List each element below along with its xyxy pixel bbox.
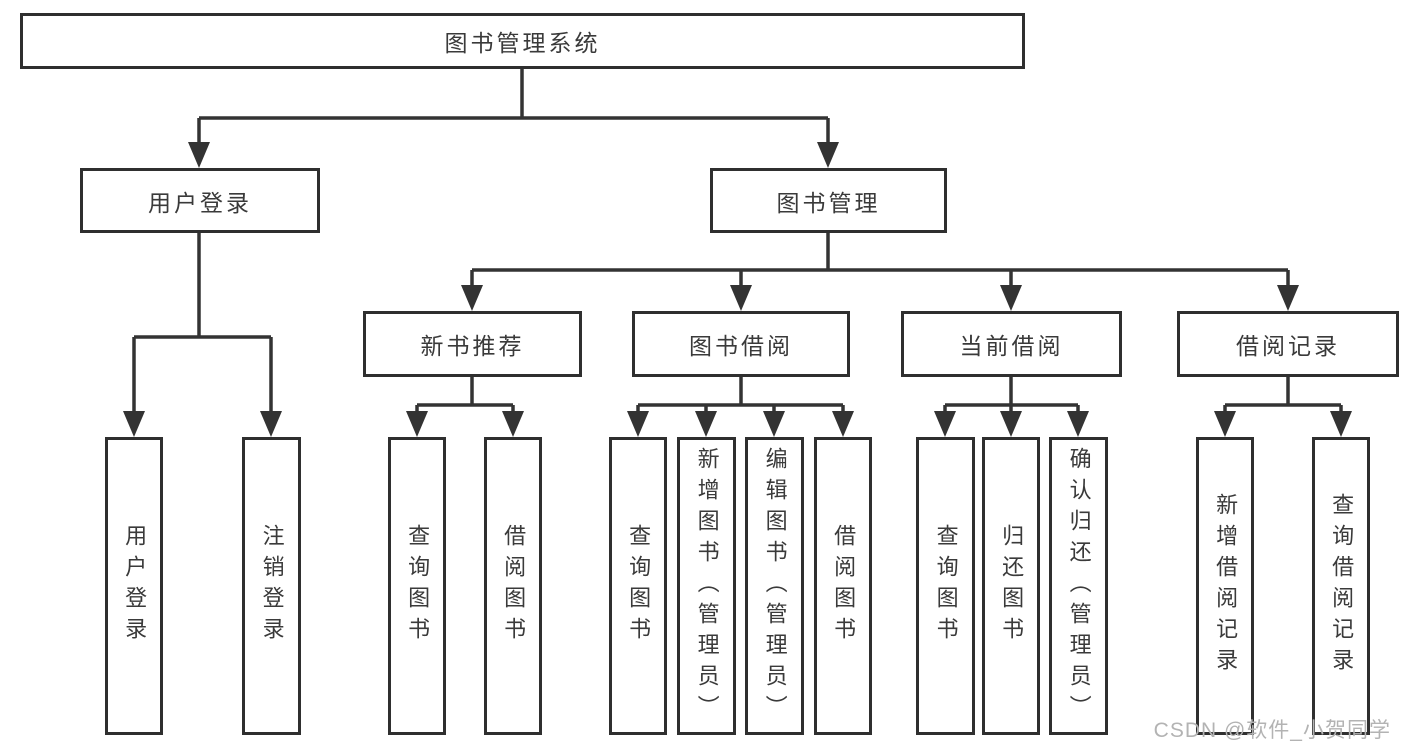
- arrow-down-icon: [1000, 411, 1022, 437]
- leaf-logout-login: 注销登录: [242, 437, 301, 735]
- arrow-down-icon: [502, 411, 524, 437]
- connector-current-borrow-children: [943, 377, 1080, 412]
- node-label: 编辑图书（管理员）: [762, 446, 788, 726]
- node-label: 注销登录: [259, 524, 285, 648]
- leaf-query-borrow-record: 查询借阅记录: [1312, 437, 1370, 735]
- connector-user-login-children: [132, 232, 273, 412]
- leaf-add-borrow-record: 新增借阅记录: [1196, 437, 1254, 735]
- leaf-query-books-recommend: 查询图书: [388, 437, 446, 735]
- connector-borrow-records-children: [1223, 377, 1343, 412]
- leaf-confirm-return-admin: 确认归还（管理员）: [1049, 437, 1108, 735]
- arrow-down-icon: [832, 411, 854, 437]
- node-borrowing-records: 借阅记录: [1177, 311, 1399, 377]
- arrow-down-icon: [1330, 411, 1352, 437]
- arrow-down-icon: [1067, 411, 1089, 437]
- arrow-down-icon: [817, 142, 839, 168]
- node-book-management: 图书管理: [710, 168, 947, 233]
- leaf-user-login: 用户登录: [105, 437, 163, 735]
- connector-new-book-children: [415, 377, 515, 412]
- node-new-book-recommend: 新书推荐: [363, 311, 582, 377]
- node-label: 查询图书: [626, 524, 652, 648]
- node-label: 借阅图书: [831, 524, 857, 648]
- node-label: 图书管理: [776, 189, 881, 216]
- node-label: 图书管理系统: [444, 30, 601, 56]
- arrow-down-icon: [188, 142, 210, 168]
- arrow-down-icon: [763, 411, 785, 437]
- leaf-query-books-borrow: 查询图书: [609, 437, 667, 735]
- node-label: 当前借阅: [959, 333, 1064, 359]
- node-root-library-system: 图书管理系统: [20, 13, 1025, 69]
- node-label: 确认归还（管理员）: [1066, 446, 1092, 726]
- node-label: 查询图书: [933, 524, 959, 648]
- node-label: 借阅图书: [501, 524, 527, 648]
- node-book-borrowing: 图书借阅: [632, 311, 850, 377]
- arrow-down-icon: [627, 411, 649, 437]
- node-label: 查询图书: [405, 524, 431, 648]
- leaf-edit-books-admin: 编辑图书（管理员）: [745, 437, 804, 735]
- arrow-down-icon: [461, 285, 483, 311]
- node-label: 新书推荐: [420, 333, 525, 359]
- leaf-borrow-books: 借阅图书: [814, 437, 872, 735]
- connector-root-to-level2: [197, 68, 830, 143]
- arrow-down-icon: [1277, 285, 1299, 311]
- arrowheads: [123, 142, 1352, 437]
- node-label: 图书借阅: [689, 333, 793, 359]
- node-label: 查询借阅记录: [1329, 493, 1355, 679]
- arrow-down-icon: [406, 411, 428, 437]
- arrow-down-icon: [1000, 285, 1022, 311]
- node-user-login: 用户登录: [80, 168, 320, 233]
- leaf-borrow-books-recommend: 借阅图书: [484, 437, 542, 735]
- watermark: CSDN @软件_小贺同学: [1153, 719, 1391, 742]
- arrow-down-icon: [730, 285, 752, 311]
- arrow-down-icon: [123, 411, 145, 437]
- leaf-query-books-current: 查询图书: [916, 437, 975, 735]
- connector-book-mgmt-children: [470, 232, 1290, 286]
- arrow-down-icon: [1214, 411, 1236, 437]
- node-label: 新增图书（管理员）: [694, 446, 720, 726]
- arrow-down-icon: [695, 411, 717, 437]
- node-label: 用户登录: [122, 524, 148, 648]
- node-label: 用户登录: [148, 189, 252, 216]
- node-label: 借阅记录: [1236, 333, 1340, 359]
- node-current-borrowing: 当前借阅: [901, 311, 1122, 377]
- arrow-down-icon: [934, 411, 956, 437]
- leaf-add-books-admin: 新增图书（管理员）: [677, 437, 736, 735]
- leaf-return-books: 归还图书: [982, 437, 1040, 735]
- node-label: 新增借阅记录: [1213, 493, 1239, 679]
- node-label: 归还图书: [999, 524, 1025, 648]
- connector-book-borrow-children: [636, 377, 845, 412]
- arrow-down-icon: [260, 411, 282, 437]
